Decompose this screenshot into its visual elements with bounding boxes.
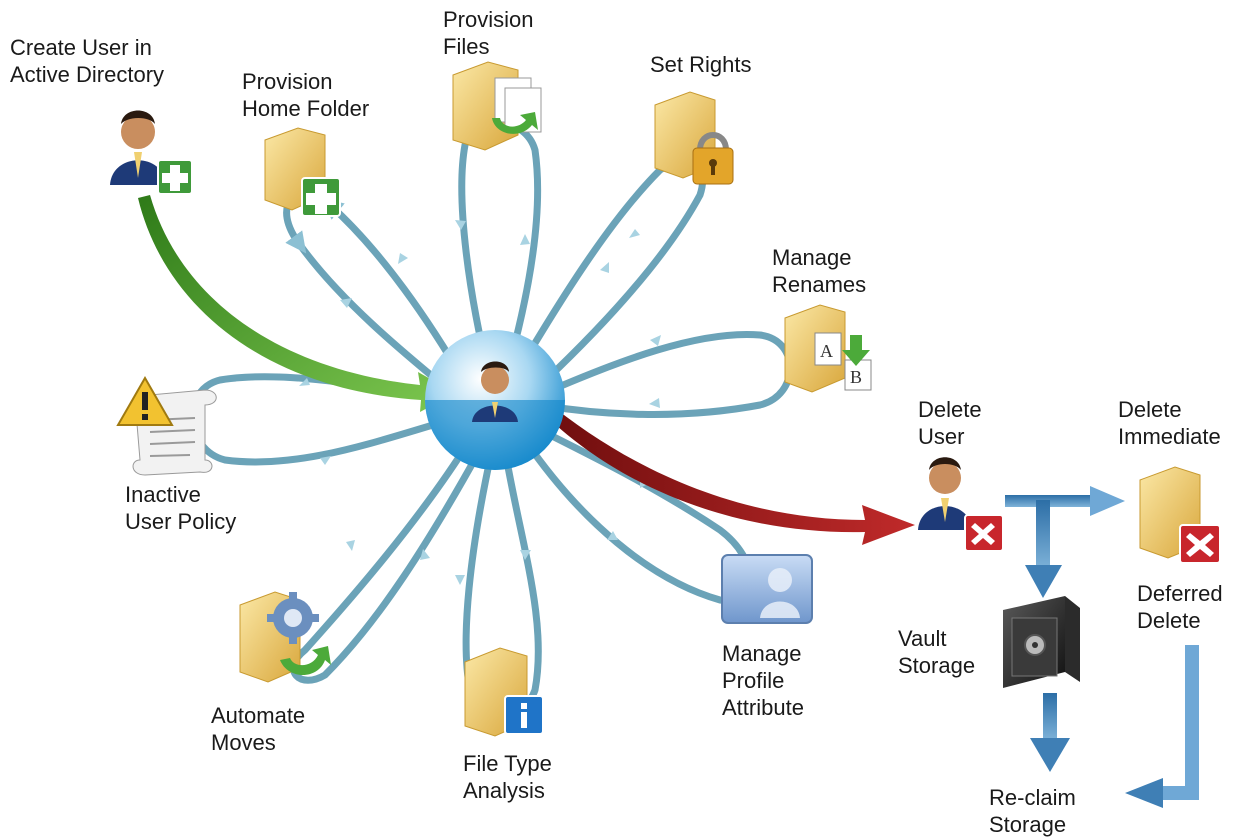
label-line: Storage xyxy=(898,653,976,678)
delete-user-arrow xyxy=(540,400,915,545)
delete-immediate-folder-icon xyxy=(1139,466,1221,564)
inactive-user-policy-scroll-icon xyxy=(116,375,217,476)
label-line: Set Rights xyxy=(650,52,752,77)
loop-automate xyxy=(290,436,484,684)
label-line: Attribute xyxy=(722,695,804,720)
label-line: Delete xyxy=(1137,608,1201,633)
label-reclaim-storage: Re-claim Storage xyxy=(989,784,1076,838)
label-provision-files: Provision Files xyxy=(443,6,533,60)
provision-files-folder-icon xyxy=(452,61,542,151)
label-set-rights: Set Rights xyxy=(650,51,752,78)
label-create-user: Create User in Active Directory xyxy=(10,34,164,88)
label-line: Deferred xyxy=(1137,581,1223,606)
svg-text:B: B xyxy=(850,367,862,387)
label-line: Files xyxy=(443,34,490,59)
label-inactive-user-policy: Inactive User Policy xyxy=(125,481,236,535)
label-line: Provision xyxy=(443,7,534,32)
label-line: Moves xyxy=(211,730,276,755)
label-automate-moves: Automate Moves xyxy=(211,702,305,756)
label-line: Automate xyxy=(211,703,306,728)
label-line: Delete xyxy=(1118,397,1182,422)
label-line: Immediate xyxy=(1118,424,1221,449)
label-line: Re-claim xyxy=(989,785,1076,810)
label-delete-user: Delete User xyxy=(918,396,982,450)
create-user-person-icon xyxy=(110,110,193,195)
label-provision-home-folder: Provision Home Folder xyxy=(242,68,369,122)
label-line: Analysis xyxy=(463,778,545,803)
hub-user-globe-icon xyxy=(425,330,565,470)
label-vault-storage: Vault Storage xyxy=(898,625,975,679)
label-manage-profile-attribute: Manage Profile Attribute xyxy=(722,640,804,721)
label-line: User Policy xyxy=(125,509,237,534)
label-line: Storage xyxy=(989,812,1067,837)
label-line: Manage xyxy=(722,641,802,666)
provision-home-folder-icon xyxy=(264,127,341,217)
set-rights-folder-lock-icon xyxy=(654,91,734,185)
label-manage-renames: Manage Renames xyxy=(772,244,866,298)
vault-storage-safe-icon xyxy=(1003,596,1080,688)
create-user-arrow xyxy=(138,195,455,412)
label-line: Provision xyxy=(242,69,333,94)
label-line: File Type xyxy=(463,751,552,776)
automate-moves-folder-icon xyxy=(239,591,331,683)
label-line: Active Directory xyxy=(10,62,165,87)
label-line: User xyxy=(918,424,965,449)
label-line: Create User in xyxy=(10,35,152,60)
label-line: Vault xyxy=(898,626,947,651)
delete-flow-arrows xyxy=(1005,486,1199,808)
delete-user-person-icon xyxy=(918,457,1004,552)
manage-renames-folder-icon: A B xyxy=(784,304,872,393)
label-deferred-delete: Deferred Delete xyxy=(1137,580,1223,634)
label-line: Home Folder xyxy=(242,96,370,121)
manage-profile-card-icon xyxy=(721,554,813,624)
svg-text:A: A xyxy=(820,341,833,361)
label-line: Renames xyxy=(772,272,867,297)
label-line: Profile xyxy=(722,668,785,693)
file-type-analysis-folder-icon xyxy=(464,647,544,737)
label-delete-immediate: Delete Immediate xyxy=(1118,396,1221,450)
loop-manage-profile xyxy=(521,426,754,604)
label-line: Manage xyxy=(772,245,852,270)
label-file-type-analysis: File Type Analysis xyxy=(463,750,552,804)
label-line: Inactive xyxy=(125,482,201,507)
label-line: Delete xyxy=(918,397,982,422)
